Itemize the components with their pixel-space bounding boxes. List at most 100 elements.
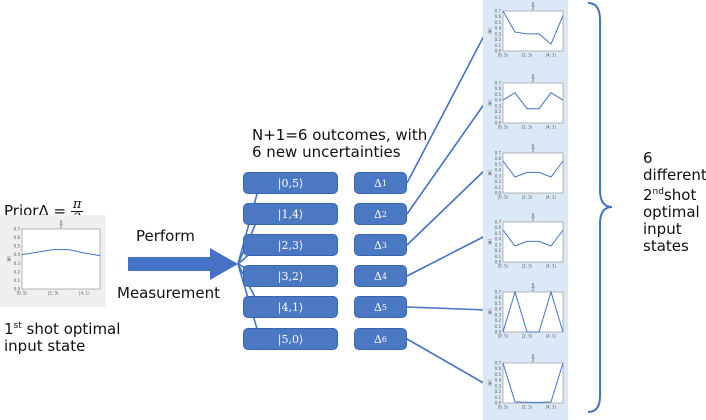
plot-title-num: π [532,212,535,217]
first-shot-sup: st [13,321,22,331]
plot-ytick: 0.2 [495,109,502,114]
outcomes-line2: 6 new uncertainties [252,143,401,161]
plot-ytick: 0.5 [495,301,502,306]
plot-xtick: |2, 3⟩ [522,125,533,130]
plot-ytick: 0.0 [495,191,502,196]
right-line1: 6 [643,149,653,167]
delta-symbol: Δ [373,332,382,346]
plot-ylabel: |ψ| [487,100,492,105]
plot-series-line [502,290,564,333]
plot-ytick: 0.2 [495,37,502,42]
right-line3-suffix: shot [663,186,697,204]
plot-xtick: |0, 5⟩ [498,125,509,130]
plot-ytick: 0.0 [495,121,502,126]
prior-plot-svg: π2|ψ|0.70.60.50.40.30.20.10.0|0, 5⟩|2, 3… [6,219,101,296]
delta-subscript: 5 [381,302,388,312]
right-line5: input [643,220,682,238]
plot-xtick: |4, 1⟩ [79,291,90,296]
plot-ytick: 0.1 [495,324,502,329]
delta-subscript: 2 [381,209,388,219]
plot-ytick: 0.7 [14,227,21,232]
plot-title-den: 2 [60,224,63,229]
plot-frame [502,10,564,52]
plot-ytick: 0.2 [495,248,502,253]
plot-series-line [502,229,564,247]
plot-series-line [502,160,564,178]
plot-ytick: 0.0 [495,49,502,54]
outcome-ket: |2,3⟩ [277,238,304,252]
plot-series-line [502,362,564,403]
plot-xtick: |4, 1⟩ [546,334,557,339]
plot-ytick: 0.1 [495,254,502,259]
plot-ytick: 0.2 [495,389,502,394]
plot-ytick: 0.1 [495,395,502,400]
plot-xtick: |0, 5⟩ [498,334,509,339]
delta-symbol: Δ [373,176,382,190]
plot-xtick: |4, 1⟩ [546,53,557,58]
plot-ytick: 0.5 [495,92,502,97]
second-shot-plot-6: π2|ψ|0.70.60.50.40.30.20.10.0|0, 5⟩|2, 3… [487,353,564,410]
plot-ytick: 0.7 [495,220,502,225]
plot-ytick: 0.4 [495,168,502,173]
plot-ytick: 0.3 [495,103,502,108]
measurement-label: Measurement [117,284,220,302]
plot-xtick: |0, 5⟩ [498,53,509,58]
outcomes-label: N+1=6 outcomes, with 6 new uncertainties [252,127,482,161]
plot-ytick: 0.7 [495,151,502,156]
first-shot-label: 1st shot optimal input state [4,318,134,355]
plot-ytick: 0.7 [495,9,502,14]
fraction-numerator: π [70,197,84,212]
plot-series-line [502,92,564,110]
plot-xtick: |2, 3⟩ [522,264,533,269]
plot-xtick: |4, 1⟩ [546,195,557,200]
first-shot-line1: shot optimal [26,320,121,338]
plot-ytick: 0.0 [14,287,21,292]
outcome-box-4-1: |4,1⟩ [243,296,338,318]
plot-ytick: 0.6 [495,86,502,91]
second-shot-plot-3: π2|ψ|0.70.60.50.40.30.20.10.0|0, 5⟩|2, 3… [487,143,564,200]
right-line6: states [643,237,689,255]
plot-xtick: |2, 3⟩ [522,334,533,339]
plot-title-num: π [60,219,63,224]
plot-ytick: 0.7 [495,361,502,366]
second-shot-plot-2: π2|ψ|0.70.60.50.40.30.20.10.0|0, 5⟩|2, 3… [487,73,564,130]
plot-ytick: 0.5 [14,244,21,249]
plot-xtick: |0, 5⟩ [17,291,28,296]
plot-series-line [502,10,564,45]
second-shot-label: 6 different 2ndshot optimal input states [643,149,706,255]
plot-ytick: 0.6 [495,14,502,19]
delta-subscript: 3 [381,240,388,250]
second-shot-plot-4: π2|ψ|0.70.60.50.40.30.20.10.0|0, 5⟩|2, 3… [487,212,564,269]
outcome-box-5-0: |5,0⟩ [243,328,338,350]
plot-title-den: 2 [532,6,535,11]
outcome-box-3-2: |3,2⟩ [243,265,338,287]
first-shot-number: 1 [4,320,14,338]
plot-title-den: 2 [532,287,535,292]
outcome-box-1-4: |1,4⟩ [243,203,338,225]
plot-xtick: |4, 1⟩ [546,264,557,269]
plot-ytick: 0.3 [14,261,21,266]
plot-xtick: |2, 3⟩ [48,291,59,296]
outcome-ket: |5,0⟩ [277,332,304,346]
first-shot-line2: input state [4,337,86,355]
plot-ytick: 0.4 [14,252,21,257]
plot-ytick: 0.4 [495,98,502,103]
plot-title-num: π [532,73,535,78]
plot-ytick: 0.3 [495,383,502,388]
plot-ytick: 0.1 [495,185,502,190]
plot-frame [502,221,564,263]
plot-ytick: 0.3 [495,242,502,247]
plot-ytick: 0.7 [495,81,502,86]
plot-xtick: |0, 5⟩ [498,405,509,410]
outcome-ket: |0,5⟩ [277,176,304,190]
plot-title-num: π [532,282,535,287]
delta-subscript: 4 [381,271,388,281]
plot-ytick: 0.5 [495,231,502,236]
plot-frame [502,291,564,333]
